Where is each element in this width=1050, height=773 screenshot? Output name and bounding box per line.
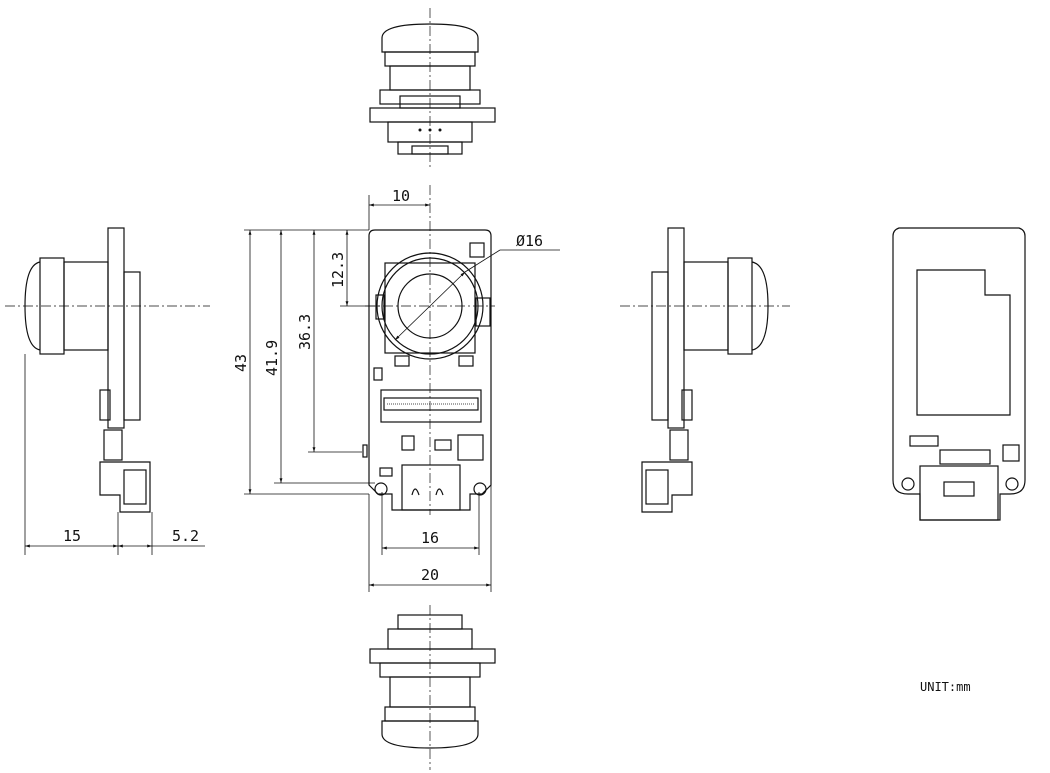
- dim-10: 10: [392, 187, 410, 205]
- dim-41-9: 41.9: [263, 340, 281, 376]
- bottom-view: [369, 605, 496, 770]
- front-dimensions: [244, 195, 492, 592]
- dim-16: 16: [421, 529, 439, 547]
- dim-20: 20: [421, 566, 439, 584]
- dim-36-3: 36.3: [296, 314, 314, 350]
- dim-lens-diameter: Ø16: [516, 232, 543, 250]
- right-side-view: [620, 227, 790, 513]
- back-view: [892, 227, 1026, 521]
- top-view: [369, 8, 496, 170]
- dim-43: 43: [232, 354, 250, 372]
- dim-12-3: 12.3: [329, 252, 347, 288]
- dim-5-2: 5.2: [172, 527, 199, 545]
- dim-15: 15: [63, 527, 81, 545]
- unit-label: UNIT:mm: [920, 680, 971, 694]
- front-view: [362, 185, 560, 515]
- left-side-view: [5, 227, 210, 555]
